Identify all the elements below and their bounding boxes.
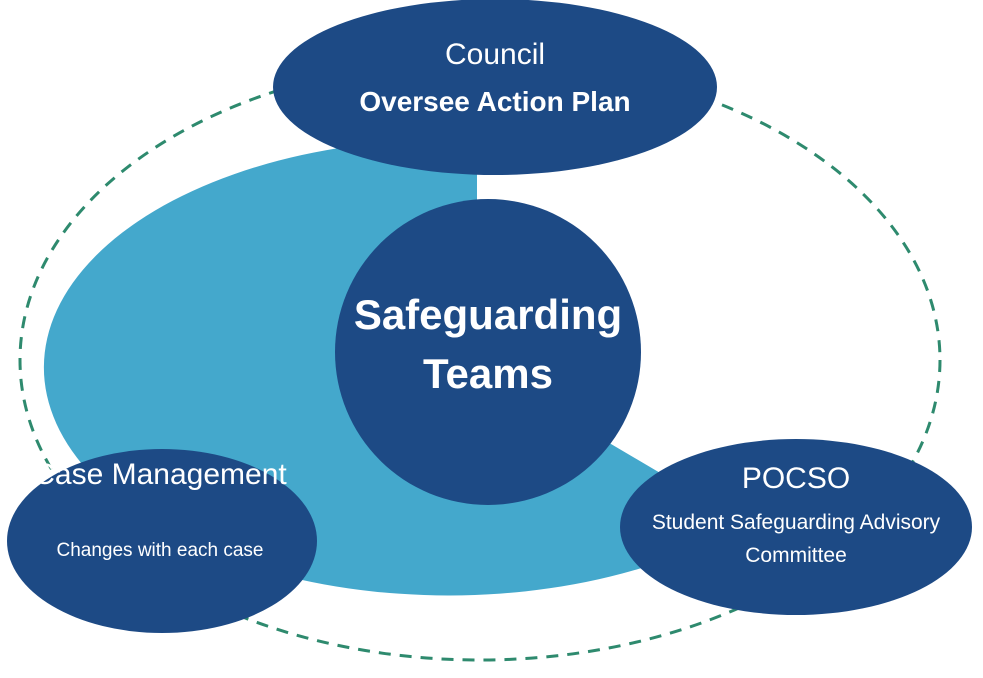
center-title: Safeguarding Teams [353, 291, 623, 397]
pocso-subtitle: Student Safeguarding Advisory Committee [651, 511, 941, 567]
council-subtitle: Oversee Action Plan [359, 86, 631, 117]
pocso-ellipse [620, 439, 972, 615]
case-management-title: Case Management [33, 458, 287, 491]
center-circle [335, 199, 641, 505]
pocso-title: POCSO [741, 462, 851, 495]
case-management-ellipse [7, 449, 317, 633]
council-ellipse [273, 0, 717, 175]
council-title: Council [444, 38, 546, 71]
case-management-subtitle: Changes with each case [56, 540, 264, 561]
